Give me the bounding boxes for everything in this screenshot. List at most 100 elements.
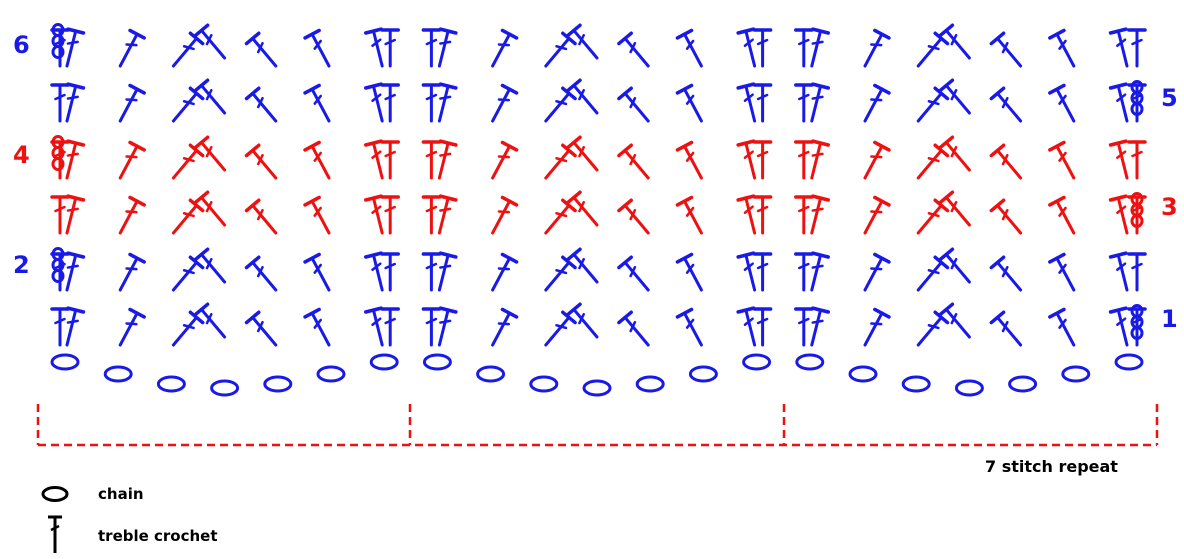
treble-stitch-edge [50,195,70,235]
foundation-chain-stitch [582,379,612,397]
turning-chain [51,146,65,160]
treble-stitch [244,31,278,68]
foundation-chain-stitch [1008,375,1038,393]
foundation-chain-stitch [529,375,559,393]
treble-stitch [1108,139,1129,180]
treble-stitch [171,255,205,292]
treble-stitch [363,27,384,68]
treble-stitch-peak [380,195,400,235]
treble-stitch [303,307,331,347]
treble-stitch-peak [794,195,814,235]
foundation-chain-stitch [742,353,772,371]
treble-stitch [736,194,757,235]
treble-stitch [916,143,950,180]
treble-stitch [303,252,331,292]
treble-stitch-peak [794,307,814,347]
treble-stitch [565,23,599,60]
row-number-2: 2 [13,251,30,279]
treble-stitch-peak [752,252,773,292]
treble-stitch [244,86,278,123]
treble-stitch [810,82,831,123]
legend-chain-icon [41,486,69,502]
legend-treble-label: treble crochet [98,527,218,545]
treble-stitch-peak [380,83,400,123]
treble-stitch [736,27,757,68]
treble-stitch [675,195,703,235]
treble-stitch [863,28,891,68]
treble-stitch-peak [794,83,814,123]
treble-stitch [1108,82,1129,123]
treble-stitch [916,310,950,347]
repeat-label: 7 stitch repeat [985,457,1118,476]
treble-stitch [244,255,278,292]
row-number-4: 4 [13,141,30,169]
treble-stitch [938,247,971,284]
treble-stitch [363,306,384,347]
treble-stitch [65,194,86,235]
turning-chain [51,45,65,59]
treble-stitch [1048,195,1076,235]
treble-stitch-peak [752,195,773,235]
treble-stitch [118,252,146,292]
treble-stitch-peak [380,252,400,292]
foundation-chain [50,353,1144,397]
treble-stitch [171,31,205,68]
treble-stitch-peak [421,252,442,292]
treble-stitch [810,27,831,68]
treble-stitch [1048,83,1076,123]
repeat-bracket [36,404,1159,447]
treble-stitch [244,143,278,180]
treble-stitch [65,82,86,123]
turning-chain [1130,326,1144,340]
treble-stitch [916,198,950,235]
treble-stitch [565,302,599,339]
treble-stitch [65,139,86,180]
treble-stitch-peak [421,195,442,235]
treble-stitch [171,310,205,347]
treble-stitch [617,31,650,68]
treble-stitch [617,310,650,347]
treble-stitch [171,86,205,123]
treble-stitch [491,252,519,292]
treble-stitch-peak [752,28,773,68]
treble-stitch [363,194,384,235]
treble-stitch [810,251,831,292]
treble-stitch [675,140,703,180]
row-number-3: 3 [1161,193,1178,221]
treble-stitch [118,307,146,347]
treble-stitch [565,190,599,227]
foundation-chain-stitch [848,365,878,383]
treble-stitch [938,23,971,60]
treble-stitch-peak [380,307,400,347]
treble-stitch-peak [752,140,773,180]
turning-chain [1130,102,1144,116]
treble-stitch [437,306,458,347]
treble-stitch [118,28,146,68]
treble-stitch [303,195,331,235]
treble-stitch [675,252,703,292]
treble-stitch [1108,251,1129,292]
treble-stitch [675,307,703,347]
treble-stitch [65,251,86,292]
treble-stitch-edge [1127,252,1147,292]
row-number-1: 1 [1161,305,1178,333]
foundation-chain-stitch [1061,365,1091,383]
treble-stitch [65,306,86,347]
treble-stitch [989,86,1023,123]
treble-stitch [863,307,891,347]
stitch-row-3 [50,190,1147,235]
treble-stitch [193,302,227,339]
treble-stitch [675,28,703,68]
treble-stitch-peak [421,28,442,68]
foundation-chain-stitch [422,353,452,371]
treble-stitch [736,139,757,180]
stitch-row-2 [50,247,1147,292]
foundation-chain-stitch [156,375,186,393]
turning-chain [51,269,65,283]
foundation-chain-stitch [635,375,665,393]
treble-stitch [244,310,278,347]
treble-stitch [989,310,1023,347]
treble-stitch [565,247,599,284]
treble-stitch [810,306,831,347]
